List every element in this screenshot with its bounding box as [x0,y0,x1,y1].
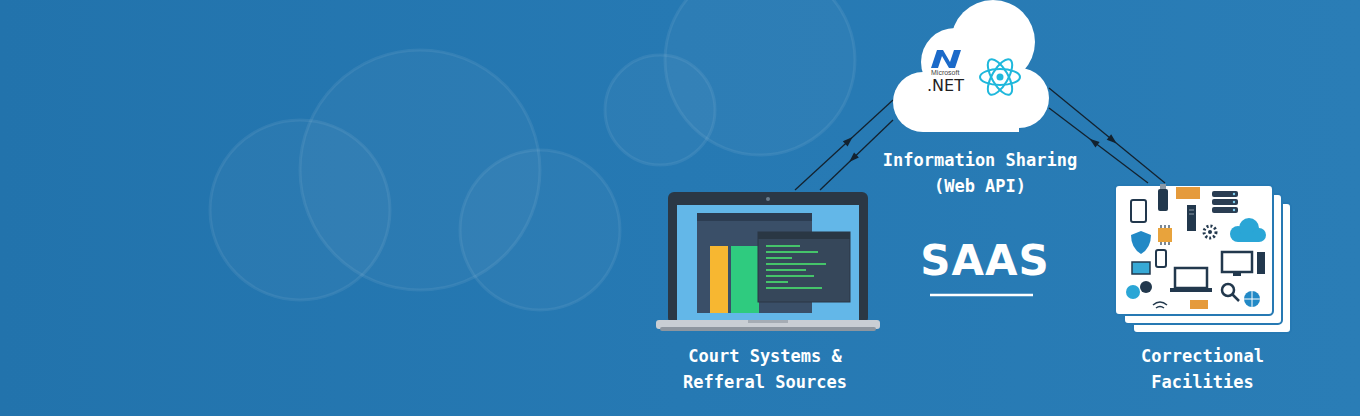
cloud-node: Microsoft.NETInformation Sharing (Web AP… [893,0,1049,138]
device-icons [1244,291,1260,307]
banner-title: SAAS [920,236,1050,286]
device-icons [1126,285,1140,299]
saas-underline [930,295,1033,296]
device-icons [1158,228,1172,242]
laptop-illustration [766,197,770,201]
device-icons [1212,207,1238,213]
laptop-illustration [748,320,788,323]
device-icons [1233,193,1235,195]
device-icons [1189,210,1194,211]
node-label: Court Systems & Refferal Sources [665,343,865,395]
laptop-node: Court Systems & Refferal Sources [652,190,878,401]
device-icons [1212,199,1238,205]
device-icons [1187,205,1196,231]
laptop-illustration [758,232,850,302]
device-icons [1126,184,1266,309]
arrow-head [1090,139,1100,148]
device-icons [1190,300,1208,309]
faint-clouds [210,0,855,310]
react-logo [980,56,1020,99]
device-icons [1189,214,1194,215]
device-icons [1232,294,1239,301]
device-icons [1257,252,1265,274]
device-icons [1158,189,1168,211]
laptop-illustration [668,192,868,324]
connector [795,100,893,190]
device-icons [1238,234,1259,242]
device-icons [1208,230,1212,234]
arrow-head [1107,134,1117,143]
dotnet-logo [931,50,961,68]
device-icons [1131,200,1146,222]
facility-node: Correctional Facilities [1110,183,1295,401]
laptop-illustration [697,213,812,221]
device-icons [1204,226,1216,238]
device-icons [1153,302,1167,308]
device-icons [1233,209,1235,211]
node-label: Correctional Facilities [1130,343,1275,395]
device-icons [1222,252,1252,272]
device-icons [1131,231,1151,254]
device-icons [1160,184,1166,189]
faint-clouds [460,150,620,310]
react-logo [980,69,1020,85]
laptop-illustration [710,246,728,313]
cloud-shape [893,0,1049,138]
react-logo [997,74,1004,81]
react-logo [983,56,1017,99]
device-icons [1233,201,1235,203]
device-icons [1140,281,1152,293]
device-icons [1244,291,1260,307]
arrow-head [843,137,853,146]
node-heading: Information Sharing (Web API) [875,147,1085,199]
connector-line [1049,108,1148,183]
facility-cards [1115,185,1273,315]
laptop-illustration [677,205,859,320]
cloud-shape [923,70,1019,132]
facility-cards [1115,185,1291,333]
saas-underline [930,294,1033,297]
laptop-illustration [660,327,876,331]
faint-clouds [605,55,715,165]
device-icons [1132,262,1150,274]
logo-text: Microsoft [931,69,981,77]
arrow-head [849,153,859,162]
connector-line [795,100,893,190]
react-logo [983,56,1017,99]
connector-line [820,120,893,190]
laptop-illustration [758,232,850,239]
device-icons [1156,250,1166,267]
laptop-illustration [731,246,759,313]
device-icons [1233,272,1241,276]
device-icons [1212,191,1238,197]
logo-text: .NET [927,77,987,95]
laptop-illustration [656,192,880,331]
device-icons [1170,288,1212,292]
device-icons [1176,187,1200,199]
device-icons [1175,268,1207,288]
